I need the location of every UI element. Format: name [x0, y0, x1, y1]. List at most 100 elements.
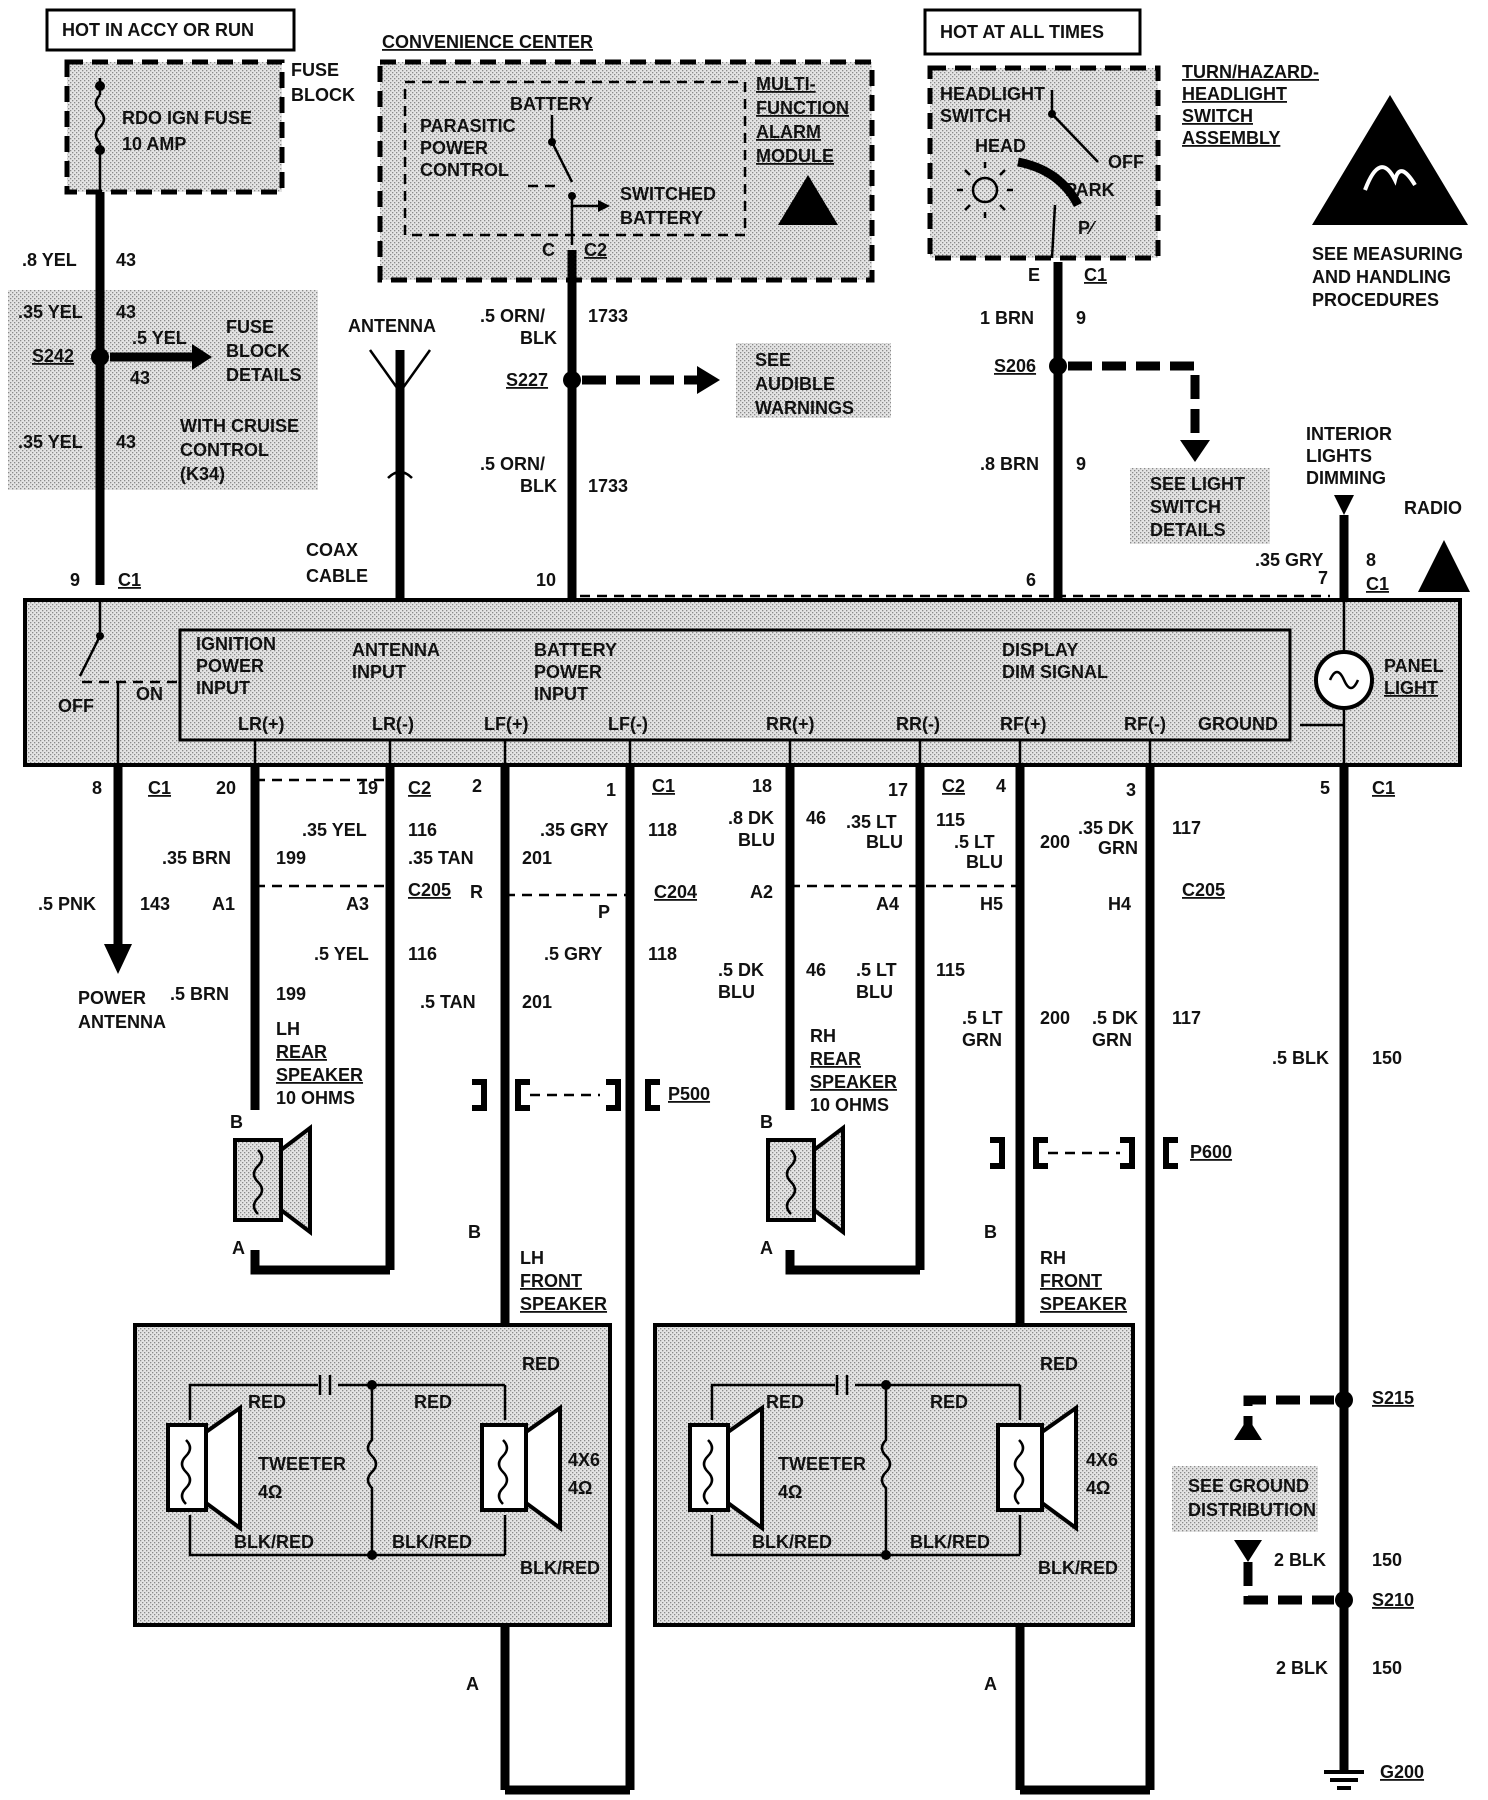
- pin-label: C: [542, 240, 555, 260]
- fuse-icon: [94, 94, 106, 144]
- output-label: RF(+): [1000, 714, 1047, 734]
- speaker-label: 10 OHMS: [276, 1088, 355, 1108]
- wire-label: .35 GRY: [1255, 550, 1323, 570]
- wire-label: .5 YEL: [314, 944, 369, 964]
- wire-label: .5 YEL: [132, 328, 187, 348]
- wire-label: BLU: [966, 852, 1003, 872]
- panel-light-label: PANEL: [1384, 656, 1444, 676]
- fuse-block-label-2: BLOCK: [291, 85, 355, 105]
- dimming-label: DIMMING: [1306, 468, 1386, 488]
- antenna-label: ANTENNA: [348, 316, 436, 336]
- park-icon: P⁄: [1078, 218, 1097, 238]
- wire-label: .5 ORN/: [480, 306, 545, 326]
- esd-note: SEE MEASURING: [1312, 244, 1463, 264]
- wire-color: BLK/RED: [520, 1558, 600, 1578]
- input-label: BATTERY: [534, 640, 617, 660]
- wire-color: BLK/RED: [1038, 1558, 1118, 1578]
- output-leads: [253, 740, 1152, 765]
- cruise-note: CONTROL: [180, 440, 269, 460]
- splice-s227: [563, 371, 581, 389]
- light-details: SWITCH: [1150, 497, 1221, 517]
- wire-num: 118: [648, 944, 677, 964]
- connector-label: C1: [148, 778, 171, 798]
- pin-label: A: [984, 1674, 997, 1694]
- wire-label: BLU: [866, 832, 903, 852]
- wire-label: .5 TAN: [420, 992, 476, 1012]
- output-label: GROUND: [1198, 714, 1278, 734]
- rh-tweeter-icon: [688, 1404, 764, 1532]
- splice-s242: [91, 348, 109, 366]
- wire-label: GRN: [1092, 1030, 1132, 1050]
- wire-label: 2 BLK: [1274, 1550, 1326, 1570]
- wire-label: .35 DK: [1078, 818, 1134, 838]
- esd-icon: [778, 175, 838, 225]
- wire-num: 200: [1040, 832, 1070, 852]
- wire-label: .35 YEL: [18, 302, 83, 322]
- wire-label: .5 LT: [962, 1008, 1003, 1028]
- wire-num: 201: [522, 848, 552, 868]
- wire-num: 43: [116, 250, 136, 270]
- fuse-rating: 10 AMP: [122, 134, 186, 154]
- wire-label: BLK: [520, 476, 557, 496]
- input-label: INPUT: [534, 684, 588, 704]
- wire-num: 200: [1040, 1008, 1070, 1028]
- wire-label: 2 BLK: [1276, 1658, 1328, 1678]
- wire-label: .8 BRN: [980, 454, 1039, 474]
- dimming-label: INTERIOR: [1306, 424, 1392, 444]
- pin-label: 3: [1126, 780, 1136, 800]
- speaker-label: SPEAKER: [1040, 1294, 1127, 1314]
- wire-num: 43: [116, 432, 136, 452]
- connector-label: C2: [408, 778, 431, 798]
- output-label: LF(-): [608, 714, 648, 734]
- esd-note: AND HANDLING: [1312, 267, 1451, 287]
- ohm-label: 4Ω: [1086, 1478, 1110, 1498]
- fuse-block-label: FUSE: [291, 60, 339, 80]
- parasitic-label: PARASITIC: [420, 116, 516, 136]
- hot-all-times-label: HOT AT ALL TIMES: [940, 22, 1104, 42]
- output-label: LF(+): [484, 714, 529, 734]
- speaker-label: FRONT: [520, 1271, 582, 1291]
- fuse-details: BLOCK: [226, 341, 290, 361]
- fuse-details: FUSE: [226, 317, 274, 337]
- splice-label: S210: [1372, 1590, 1414, 1610]
- wire-color: RED: [1040, 1354, 1078, 1374]
- pin-label: 6: [1026, 570, 1036, 590]
- speaker-label: SPEAKER: [276, 1065, 363, 1085]
- wire-label: BLU: [856, 982, 893, 1002]
- input-label: POWER: [534, 662, 602, 682]
- connector-label: P600: [1190, 1142, 1232, 1162]
- input-label: INPUT: [196, 678, 250, 698]
- pin-label: A: [466, 1674, 479, 1694]
- wire-num: 9: [1076, 454, 1086, 474]
- p600-connector-icon: [990, 1137, 1178, 1169]
- wire-color: RED: [248, 1392, 286, 1412]
- wire-label: .35 BRN: [162, 848, 231, 868]
- wire-label: .35 YEL: [302, 820, 367, 840]
- wire-label: BLU: [718, 982, 755, 1002]
- splice-label: S215: [1372, 1388, 1414, 1408]
- module-label: FUNCTION: [756, 98, 849, 118]
- light-details: SEE LIGHT: [1150, 474, 1245, 494]
- pin-label: A2: [750, 882, 773, 902]
- connector-label: C1: [1372, 778, 1395, 798]
- wire-num: 46: [806, 960, 826, 980]
- speaker-label: SPEAKER: [520, 1294, 607, 1314]
- audible-note: WARNINGS: [755, 398, 854, 418]
- off-label: OFF: [1108, 152, 1144, 172]
- assembly-label: SWITCH: [1182, 106, 1253, 126]
- splice-s215: [1335, 1391, 1353, 1409]
- wire-color: BLK/RED: [752, 1532, 832, 1552]
- size-label: 4X6: [568, 1450, 600, 1470]
- off-label: OFF: [58, 696, 94, 716]
- wire-label: .8 YEL: [22, 250, 77, 270]
- parasitic-label: POWER: [420, 138, 488, 158]
- speaker-label: LH: [276, 1019, 300, 1039]
- fuse-details: DETAILS: [226, 365, 302, 385]
- pin-label: B: [230, 1112, 243, 1132]
- wire-label: .5 LT: [856, 960, 897, 980]
- wire-num: 199: [276, 984, 306, 1004]
- ground-label: G200: [1380, 1762, 1424, 1782]
- wire-label: .5 LT: [954, 832, 995, 852]
- ground-note: SEE GROUND: [1188, 1476, 1309, 1496]
